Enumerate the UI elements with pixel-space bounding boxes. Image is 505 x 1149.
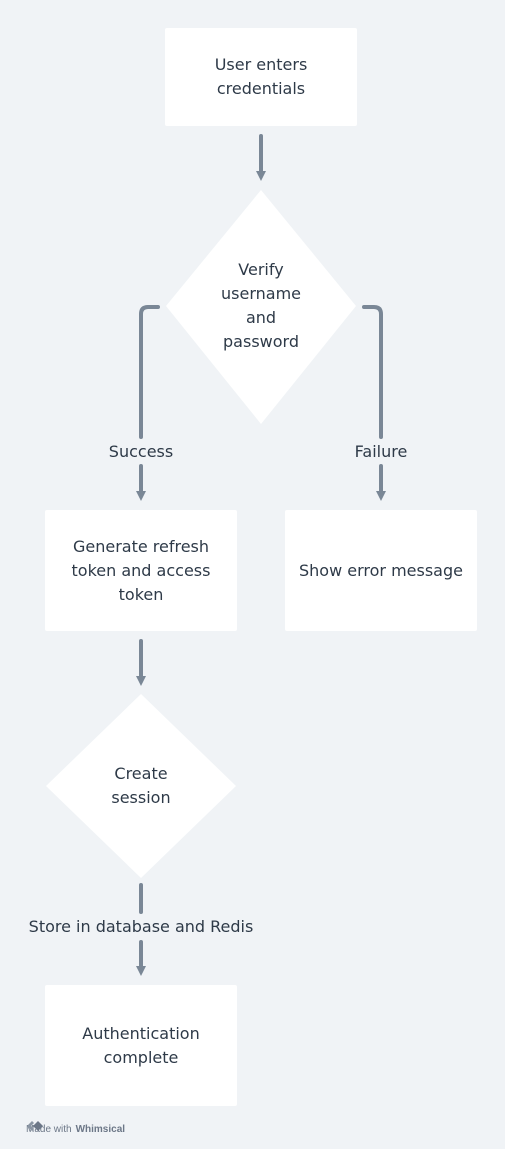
node-verify-label: Verify username and password xyxy=(221,260,301,351)
edge-label-success: Success xyxy=(108,442,174,461)
node-start-box[interactable] xyxy=(165,28,357,126)
connector-verify-to-failure-label xyxy=(362,305,383,439)
node-verify-diamond[interactable] xyxy=(166,190,356,424)
node-session-label: Create session xyxy=(111,764,171,807)
made-with-footer[interactable]: Made with Whimsical xyxy=(26,1120,125,1138)
whimsical-brand-text: Whimsical xyxy=(75,1123,126,1135)
node-session-diamond[interactable] xyxy=(46,694,236,878)
node-complete-label: Authentication complete xyxy=(82,1023,200,1067)
edge-label-store: Store in database and Redis xyxy=(28,917,254,936)
node-error-label: Show error message xyxy=(299,560,463,580)
node-generate-box[interactable] xyxy=(45,510,237,631)
node-generate-label: Generate refresh token and access token xyxy=(71,536,211,604)
node-error-box[interactable] xyxy=(285,510,477,631)
made-with-text: Made with xyxy=(26,1123,72,1135)
node-start-label: User enters credentials xyxy=(214,55,308,98)
connector-verify-to-success-label xyxy=(139,305,160,439)
edge-label-failure: Failure xyxy=(354,442,408,461)
node-complete-box[interactable] xyxy=(45,985,237,1106)
whimsical-logo-icon xyxy=(27,1121,43,1131)
